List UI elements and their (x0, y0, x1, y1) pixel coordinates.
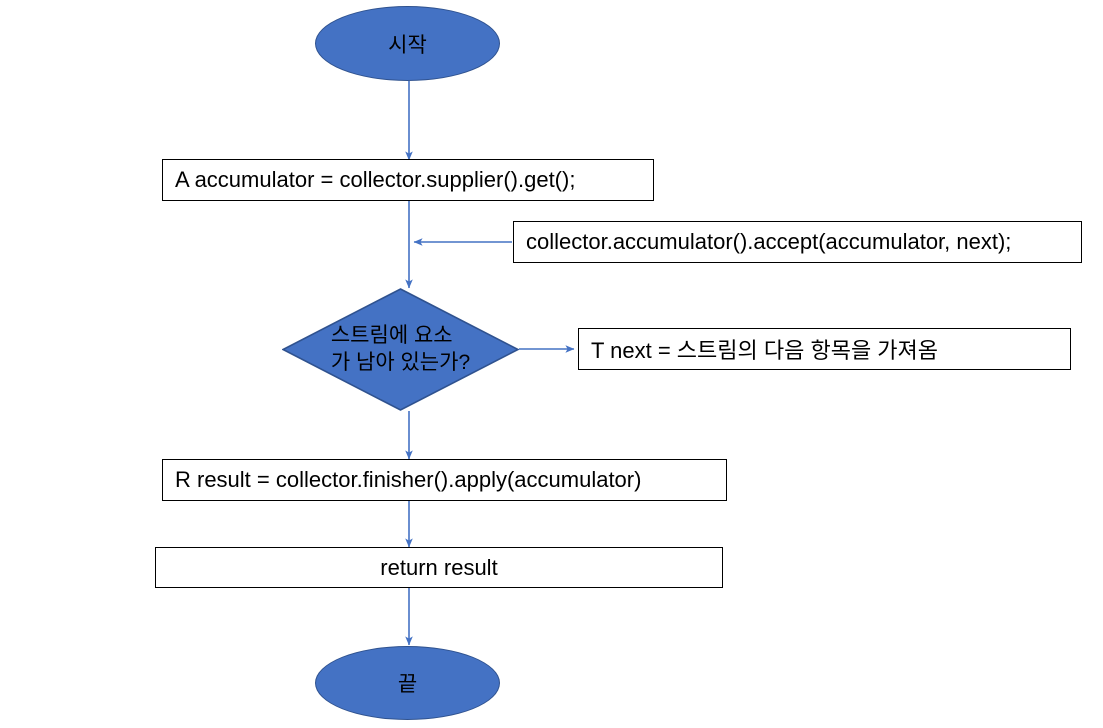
node-accumulate-label: collector.accumulator().accept(accumulat… (526, 229, 1012, 254)
node-decision-label: 스트림에 요소 가 남아 있는가? (330, 324, 471, 374)
node-end[interactable]: 끝 (315, 646, 500, 720)
node-next-item-label: T next = 스트림의 다음 항목을 가져옴 (591, 338, 939, 363)
node-decision[interactable]: 스트림에 요소 가 남아 있는가? (282, 288, 519, 411)
node-return[interactable]: return result (155, 547, 723, 588)
node-supplier-label: A accumulator = collector.supplier().get… (175, 167, 576, 192)
node-finisher-label: R result = collector.finisher().apply(ac… (175, 467, 642, 492)
node-next-item[interactable]: T next = 스트림의 다음 항목을 가져옴 (578, 328, 1071, 370)
node-start-label: 시작 (388, 33, 427, 57)
node-return-label: return result (380, 554, 498, 580)
decision-diamond-shape (282, 288, 519, 411)
node-start[interactable]: 시작 (315, 6, 500, 81)
node-end-label: 끝 (397, 673, 418, 696)
node-supplier[interactable]: A accumulator = collector.supplier().get… (162, 159, 654, 201)
node-finisher[interactable]: R result = collector.finisher().apply(ac… (162, 459, 727, 501)
node-accumulate[interactable]: collector.accumulator().accept(accumulat… (513, 221, 1082, 263)
